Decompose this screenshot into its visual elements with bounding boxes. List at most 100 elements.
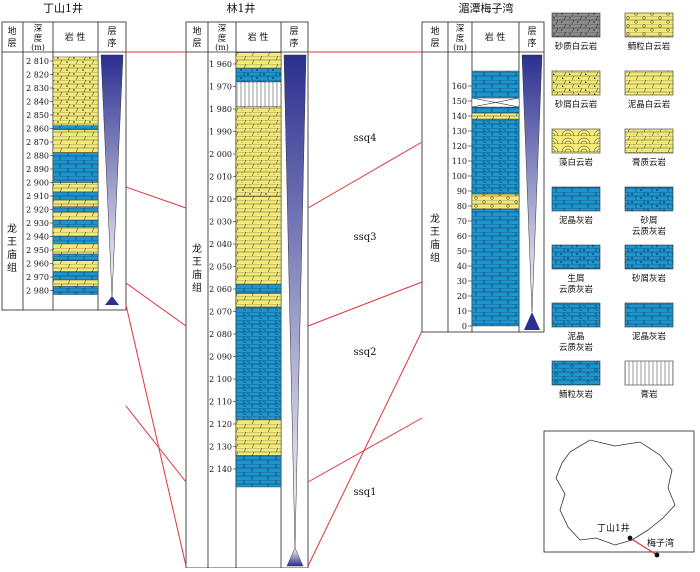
depth-tick-label: 160 [452,82,467,91]
depth-tick-label: 2 810 [26,57,49,66]
lithology-bed-micrite-dolomite [235,196,282,285]
sequence-triangle-regressive [283,54,307,549]
depth-tick-label: 2 070 [209,308,232,317]
depth-tick-label: 2 960 [26,260,49,269]
legend-swatch-bio-cloudy-limestone [551,244,601,270]
map-frame [543,430,695,553]
lithology-bed-micrite-dolomite [235,419,282,456]
header-depth: 深 [34,24,43,34]
sequence-label-ssq1: ssq1 [353,487,376,498]
depth-tick-label: 110 [452,157,467,166]
lithology-bed-oolitic-dolomite [471,193,520,210]
legend-label: 云质灰岩 [559,284,594,295]
legend-swatch-debris-limestone [624,244,674,270]
legend-label: 泥晶灰岩 [559,215,594,226]
depth-tick-label: 90 [457,187,467,196]
depth-tick-label: 2 020 [209,195,232,204]
legend-swatch-sandy-cloudy-limestone [624,186,674,212]
svg-text:(m): (m) [453,43,467,52]
depth-tick-label: 2 060 [209,285,232,294]
depth-tick-label: 1 960 [209,60,232,69]
sequence-label-ssq4: ssq4 [353,133,376,144]
svg-text:序: 序 [107,37,116,49]
legend-label: 泥晶灰岩 [632,331,667,342]
legend-swatch-oolitic-dolomite [624,12,674,38]
lithology-bed-micrite-limestone [52,236,99,244]
well-frame [1,21,127,311]
lithology-bed-micrite-limestone [52,206,99,213]
legend-label: 砂屑白云岩 [555,99,598,110]
depth-tick-label: 2 890 [26,165,49,174]
legend-swatch-oolitic-limestone [551,360,601,386]
legend-label: 生屑 [567,273,584,284]
legend-label: 鲕粒灰岩 [559,389,594,400]
depth-tick-label: 2 980 [26,287,49,296]
lithology-bed-micrite-dolomite [235,52,282,69]
depth-tick-label: 120 [452,142,467,151]
sequence-label-ssq3: ssq3 [353,232,376,243]
lithology-bed-micrite-limestone [471,106,520,114]
lithology-bed-micrite-limestone [235,455,282,488]
lithology-bed-micrite-dolomite [52,182,99,193]
gypsum-cross-mark [471,97,520,108]
depth-tick-label: 2 140 [209,465,232,474]
depth-tick-label: 40 [457,262,467,271]
header-sequence: 层 [527,26,536,37]
depth-tick-label: 2 970 [26,273,49,282]
depth-tick-label: 100 [452,172,467,181]
legend-label: 砂屑灰岩 [632,273,667,284]
depth-tick-label: 2 000 [209,150,232,159]
well-title: 林1井 [227,1,256,15]
depth-tick-label: 2 860 [26,125,49,134]
header-depth: 深 [456,24,465,34]
lithology-bed-micrite-limestone [52,220,99,228]
svg-text:层: 层 [430,38,439,49]
lithology-bed-gypsiferous-dolomite [235,106,282,188]
header-stratum: 地 [192,25,201,37]
sequence-triangle-regressive [100,54,124,297]
legend-label: 云质灰岩 [559,342,594,353]
svg-text:序: 序 [289,37,298,49]
correlation-line-ssq4-ssq3 [125,141,423,209]
legend-swatch-sandy-dolomite [551,12,601,38]
legend-label: 砂质白云岩 [555,41,598,52]
legend-label: 泥晶白云岩 [628,99,671,110]
lithology-bed-sandy-dolomite [52,56,99,126]
basin-outline [555,439,676,546]
header-sequence: 层 [107,26,116,37]
depth-tick-label: 2 050 [209,263,232,272]
depth-tick-label: 2 850 [26,111,49,120]
depth-tick-label: 0 [462,322,467,331]
legend-label: 云质灰岩 [632,226,667,237]
depth-tick-label: 2 010 [209,173,232,182]
svg-text:层: 层 [7,38,16,49]
depth-tick-label: 2 900 [26,179,49,188]
well-title: 丁山1井 [43,1,83,15]
depth-tick-label: 2 030 [209,218,232,227]
svg-text:度: 度 [218,33,227,44]
dingshan-well-dot [627,535,633,541]
lithology-bed-sandy-dolomite [235,187,282,197]
formation-label: 龙王庙组 [430,212,440,264]
depth-tick-label: 50 [457,247,467,256]
legend-swatch-micrite-limestone [551,186,601,212]
lithology-bed-micrite-dolomite [52,129,99,154]
legend-label: 藻白云岩 [559,157,594,168]
legend-swatch-algal-dolomite [551,128,601,154]
depth-tick-label: 20 [457,292,467,301]
correlation-line-base [125,304,423,567]
lithology-bed-micrite-dolomite [52,243,99,255]
depth-tick-label: 1 990 [209,128,232,137]
lithology-bed-micrite-dolomite [52,199,99,208]
lithology-bed-micrite-cloudy-limestone [471,118,520,195]
legend-swatch-debris-dolomite [551,70,601,96]
well-meizi: 湄潭梅子湾 地 层 深 度 (m) 岩 性 层 序 龙王庙组 010203040… [421,1,545,333]
legend-label: 鲕粒白云岩 [628,41,671,52]
svg-text:度: 度 [34,33,43,44]
correlation-lines [125,51,423,567]
depth-tick-label: 10 [457,307,467,316]
